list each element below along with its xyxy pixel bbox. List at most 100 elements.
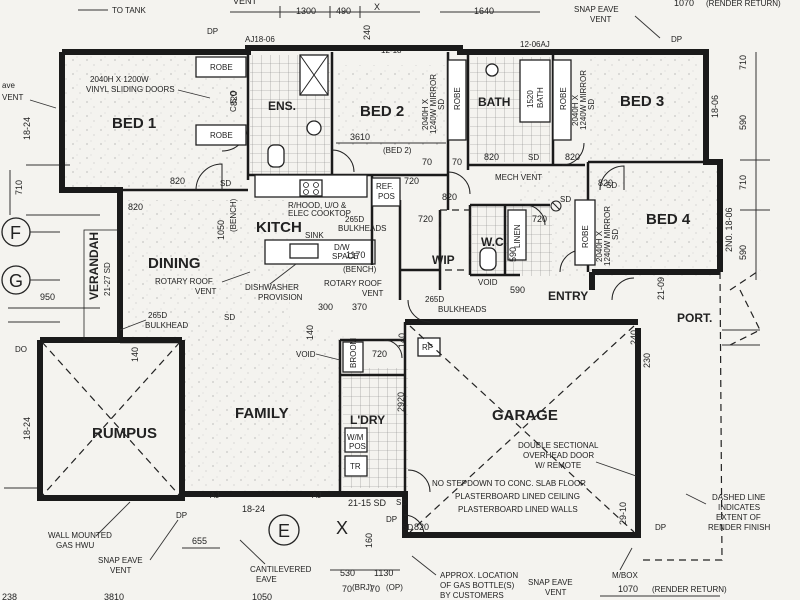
wm-label-2: POS: [349, 442, 366, 451]
dim-70-bottom-b: 70: [370, 584, 380, 594]
dim-720-wip: 720: [418, 214, 433, 224]
bulkhead-mid-1: 265D: [425, 295, 444, 304]
rotary-left-1: ROTARY ROOF: [155, 277, 213, 286]
dim-238: 238: [2, 592, 17, 600]
mirror-bed3-2: 1240W MIRROR: [579, 70, 588, 130]
kitchen-sink: [289, 243, 319, 259]
room-garage: GARAGE: [492, 407, 558, 424]
mirror-bed4-2: 1240W MIRROR: [603, 206, 612, 266]
dim-820-garage: 820: [414, 522, 429, 532]
dim-820-wip: 820: [442, 192, 457, 202]
dim-18-24-bottom: 18-24: [242, 504, 265, 514]
bed1-robe-bottom: [195, 124, 247, 146]
wm-position: [344, 427, 368, 453]
render-return-bottom: (RENDER RETURN): [652, 585, 727, 594]
bath-basin: [485, 63, 499, 77]
aj-b: AJ: [312, 491, 321, 500]
gas-hwu-1: WALL MOUNTED: [48, 531, 112, 540]
mirror-bed4-1: 2040H X: [595, 230, 604, 262]
dim-140-mid: 140: [397, 333, 407, 348]
dim-720-bed2: 720: [404, 176, 419, 186]
room-bath: BATH: [478, 95, 510, 109]
bath-tub: [519, 59, 551, 123]
mech-vent: MECH VENT: [495, 173, 542, 182]
aj18-06: AJ18-06: [245, 35, 275, 44]
verandah-outline: [83, 229, 119, 341]
bench-label: (BENCH): [343, 265, 377, 274]
aj-a: AJ: [210, 491, 219, 500]
rf-label: RF: [422, 343, 433, 352]
dim-1070-top: 1070: [674, 0, 694, 8]
bed3-robe: [552, 59, 572, 141]
ref-position: [371, 177, 401, 207]
bed1-robe-top: [195, 56, 247, 78]
interior-dimensions: 820 820 SD 3610 70 70 720 820 SD 820 820…: [128, 91, 666, 532]
dim-590-right: 590: [738, 115, 748, 130]
dim-29-10: 29-10: [618, 502, 628, 525]
dim-12-06aj: 12-06AJ: [520, 40, 550, 49]
wm-label-1: W/M: [347, 433, 364, 442]
dim-720-wc: 720: [532, 214, 547, 224]
room-bed-4: BED 4: [646, 211, 691, 228]
sd-ldry: SD: [396, 498, 407, 507]
fixtures: ROBE ROBE C.S.O ROBE 1520 BATH ROBE ROBE…: [195, 54, 596, 477]
dp-top: DP: [207, 27, 218, 36]
tr-label: TR: [350, 462, 361, 471]
room-wip: WIP: [432, 253, 455, 267]
room-ens: ENS.: [268, 99, 296, 113]
dim-18-24-left: 18-24: [22, 117, 32, 140]
garage-note-3: PLASTERBOARD LINED WALLS: [458, 505, 578, 514]
dim-70-bottom-a: 70: [342, 584, 352, 594]
dim-370: 370: [352, 302, 367, 312]
dim-720-broom: 720: [372, 349, 387, 359]
mbox-label: M/BOX: [612, 571, 638, 580]
rotary-mid-1: ROTARY ROOF: [324, 279, 382, 288]
dp-bottom-right: DP: [655, 523, 666, 532]
ref-label-2: POS: [378, 192, 395, 201]
rangehood-2: ELEC COOKTOP: [288, 209, 351, 218]
mirror-bed3-3: SD: [587, 99, 596, 110]
room-bed-2: BED 2: [360, 103, 404, 120]
dim-1070-bottom: 1070: [618, 584, 638, 594]
kitchen-island: [264, 239, 376, 265]
room-bed-1: BED 1: [112, 115, 156, 132]
room-port: PORT.: [677, 311, 712, 325]
mirror-bath-3: SD: [437, 99, 446, 110]
bulkhead-mid-2: BULKHEADS: [438, 305, 486, 314]
dim-710-left: 710: [14, 180, 24, 195]
bed2-robe: [447, 59, 467, 141]
dim-590-a: 590: [508, 247, 518, 262]
dp-bottom-left: DP: [176, 511, 187, 520]
bottom-strip: 18-24 21-15 SD AJ AJ DP DP DP E X 655 53…: [2, 491, 666, 600]
rf-box: [417, 337, 441, 357]
sd-dining: SD: [224, 313, 235, 322]
left-ave-text: ave: [2, 81, 15, 90]
room-dining: DINING: [148, 255, 201, 272]
to-tank-note: TO TANK: [112, 6, 146, 15]
cooktop: [299, 179, 323, 197]
dim-240-top: 240: [362, 25, 372, 40]
dim-1130: 1130: [374, 568, 393, 578]
dim-18-24-lower: 18-24: [22, 417, 32, 440]
broom-cupboard: [342, 341, 364, 373]
void-left: VOID: [296, 350, 316, 359]
dim-x-top: X: [374, 2, 380, 12]
bulkhead-left-1: 265D: [148, 311, 167, 320]
bulkhead-left-2: BULKHEAD: [145, 321, 188, 330]
bed4-robe: [574, 199, 596, 266]
dim-1050-bottom: 1050: [252, 592, 272, 600]
double-door-3: W/ REMOTE: [535, 461, 581, 470]
dp-bottom-mid: DP: [386, 515, 397, 524]
annotations: 2040H X 1200W VINYL SLIDING DOORS R/HOOD…: [48, 75, 770, 600]
dim-490: 490: [336, 6, 351, 16]
bulkhead-k-2: BULKHEADS: [338, 224, 386, 233]
dim-21-09: 21-09: [656, 277, 666, 300]
snap-eave-bottom-1: SNAP EAVE: [528, 578, 573, 587]
snap-eave-top-1: SNAP EAVE: [574, 5, 619, 14]
grid-f-label: F: [10, 223, 21, 243]
ens-basin: [306, 120, 322, 136]
robe-label-2: ROBE: [210, 131, 233, 140]
left-margin: ave VENT 18-24 710 F G 950 DO 18-24: [1, 81, 100, 500]
grid-marker-e: [268, 514, 300, 546]
